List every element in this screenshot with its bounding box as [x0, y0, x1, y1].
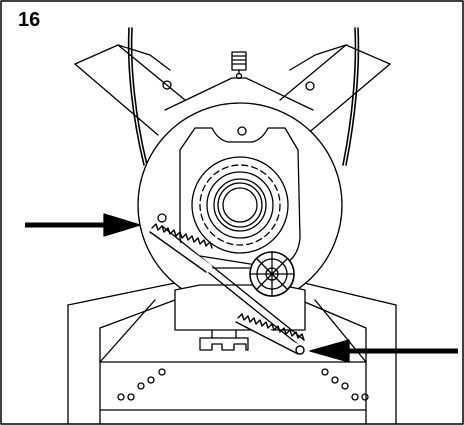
arrow-left — [25, 213, 141, 237]
pulley — [249, 251, 295, 297]
cables — [127, 27, 360, 166]
disc-hole-left — [157, 213, 167, 223]
arrow-right — [309, 339, 458, 363]
main-housing — [164, 77, 314, 111]
disc-hole-top — [237, 126, 247, 136]
lower-spring — [233, 313, 305, 355]
hub — [191, 156, 289, 254]
upper-spring — [147, 223, 213, 273]
bracket-teeth — [199, 337, 249, 351]
crossbar-hole-right — [305, 81, 315, 91]
top-cap — [231, 51, 247, 80]
figure-number: 16 — [18, 9, 41, 31]
side-frame — [67, 281, 397, 425]
crossbars — [74, 44, 391, 136]
crossbar-hole-left — [162, 80, 172, 90]
